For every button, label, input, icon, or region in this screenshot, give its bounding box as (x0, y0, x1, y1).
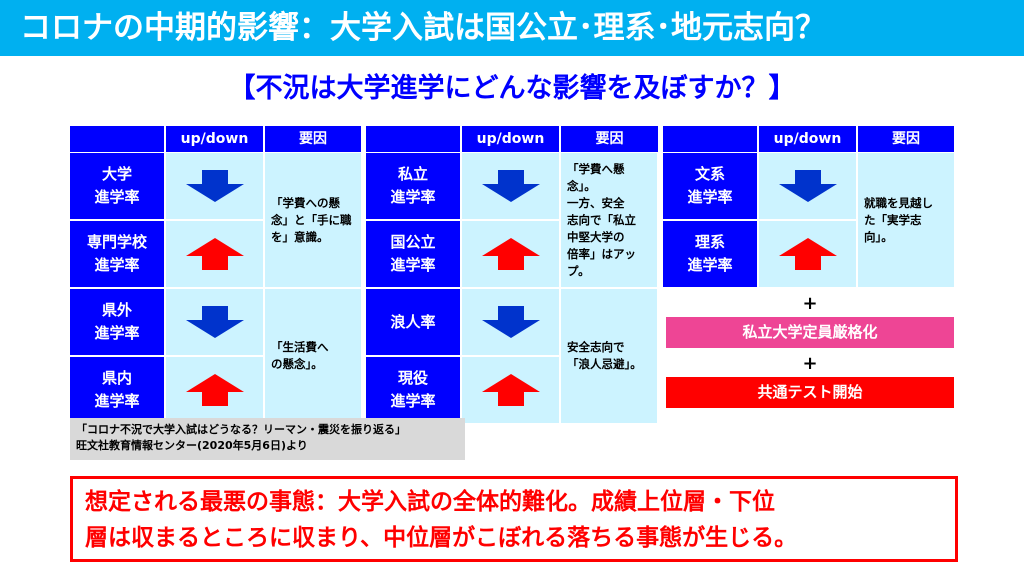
row-label: 私立 進学率 (366, 153, 460, 219)
plus-sign-1: + (802, 293, 818, 314)
arrow-cell (462, 357, 559, 423)
reason-line: の懸念」。 (271, 357, 323, 371)
row-label: 浪人率 (366, 289, 460, 355)
source-citation: 「コロナ不況で大学入試はどうなる？リーマン・震災を振り返る」 旺文社教育情報セン… (70, 418, 465, 460)
reason-line: 就職を見越し (864, 195, 933, 210)
worst-case-line-1: 想定される最悪の事態：大学入試の全体的難化。成績上位層・下位 (85, 489, 775, 515)
private-quota-bar: 私立大学定員厳格化 (666, 317, 954, 348)
arrow-cell (166, 221, 263, 287)
header-updown-2: up/down (462, 126, 559, 152)
reason-line: 安全志向で (567, 340, 625, 354)
reason-cell: 「学費への懸念」と「手に職を」意識。 (265, 153, 361, 287)
arrow-up-icon (481, 238, 540, 270)
arrow-down-icon (185, 170, 244, 202)
header-reason-3: 要因 (858, 126, 954, 152)
arrow-down-icon (185, 306, 244, 338)
header-updown-1: up/down (166, 126, 263, 152)
row-label: 現役 進学率 (366, 357, 460, 423)
arrow-up-icon (481, 374, 540, 406)
reason-cell: 「生活費への懸念」。 (265, 289, 361, 423)
arrow-up-icon (185, 238, 244, 270)
source-line-1: 「コロナ不況で大学入試はどうなる？リーマン・震災を振り返る」 (76, 423, 406, 436)
worst-case-line-2: 層は収まるところに収まり、中位層がこぼれる落ちる事態が生じる。 (85, 525, 798, 551)
arrow-cell (462, 153, 559, 219)
header-label-blank-2 (366, 126, 460, 152)
arrow-cell (166, 357, 263, 423)
reason-cell: 「学費へ懸念」。一方、安全志向で「私立中堅大学の倍率」はアップ。 (561, 153, 657, 287)
row-label: 文系 進学率 (663, 153, 757, 219)
slide-subtitle: 【不況は大学進学にどんな影響を及ぼすか？】 (228, 73, 796, 104)
row-label: 県内 進学率 (70, 357, 164, 423)
arrow-down-icon (481, 170, 540, 202)
reason-line: 「生活費へ (271, 340, 329, 354)
arrow-cell (759, 221, 856, 287)
slide-title: コロナの中期的影響：大学入試は国公立･理系･地元志向？ (0, 0, 1024, 56)
reason-line: た「実学志 (864, 212, 922, 227)
arrow-down-icon (778, 170, 837, 202)
row-label: 専門学校 進学率 (70, 221, 164, 287)
arrow-cell (166, 153, 263, 219)
reason-line: 向」。 (864, 229, 893, 244)
row-label: 県外 進学率 (70, 289, 164, 355)
arrow-up-icon (778, 238, 837, 270)
reason-line: 倍率」はアッ (567, 246, 636, 261)
row-label: 理系 進学率 (663, 221, 757, 287)
reason-line: 一方、安全 (567, 195, 625, 210)
header-label-blank-3 (663, 126, 757, 152)
reason-line: 「学費へ懸 (567, 161, 625, 176)
arrow-cell (759, 153, 856, 219)
reason-line: 中堅大学の (567, 229, 625, 244)
worst-case-box: 想定される最悪の事態：大学入試の全体的難化。成績上位層・下位 層は収まるところに… (70, 476, 958, 562)
reason-cell: 就職を見越した「実学志向」。 (858, 153, 954, 287)
header-reason-1: 要因 (265, 126, 361, 152)
reason-line: を」意識。 (271, 229, 329, 244)
header-label-blank-1 (70, 126, 164, 152)
arrow-up-icon (185, 374, 244, 406)
reason-line: プ。 (567, 263, 590, 278)
common-test-bar: 共通テスト開始 (666, 377, 954, 408)
reason-line: 念」。 (567, 178, 596, 193)
row-label: 大学 進学率 (70, 153, 164, 219)
reason-line: 志向で「私立 (567, 212, 636, 227)
header-updown-3: up/down (759, 126, 856, 152)
arrow-cell (462, 289, 559, 355)
reason-line: 念」と「手に職 (271, 212, 352, 227)
reason-line: 「学費への懸 (271, 195, 340, 210)
header-reason-2: 要因 (561, 126, 658, 152)
plus-sign-2: + (802, 353, 818, 374)
reason-cell: 安全志向で「浪人忌避」。 (561, 289, 657, 423)
source-line-2: 旺文社教育情報センター(2020年5月6日)より (76, 439, 308, 452)
arrow-down-icon (481, 306, 540, 338)
reason-line: 「浪人忌避」。 (567, 357, 642, 371)
arrow-cell (462, 221, 559, 287)
arrow-cell (166, 289, 263, 355)
row-label: 国公立 進学率 (366, 221, 460, 287)
